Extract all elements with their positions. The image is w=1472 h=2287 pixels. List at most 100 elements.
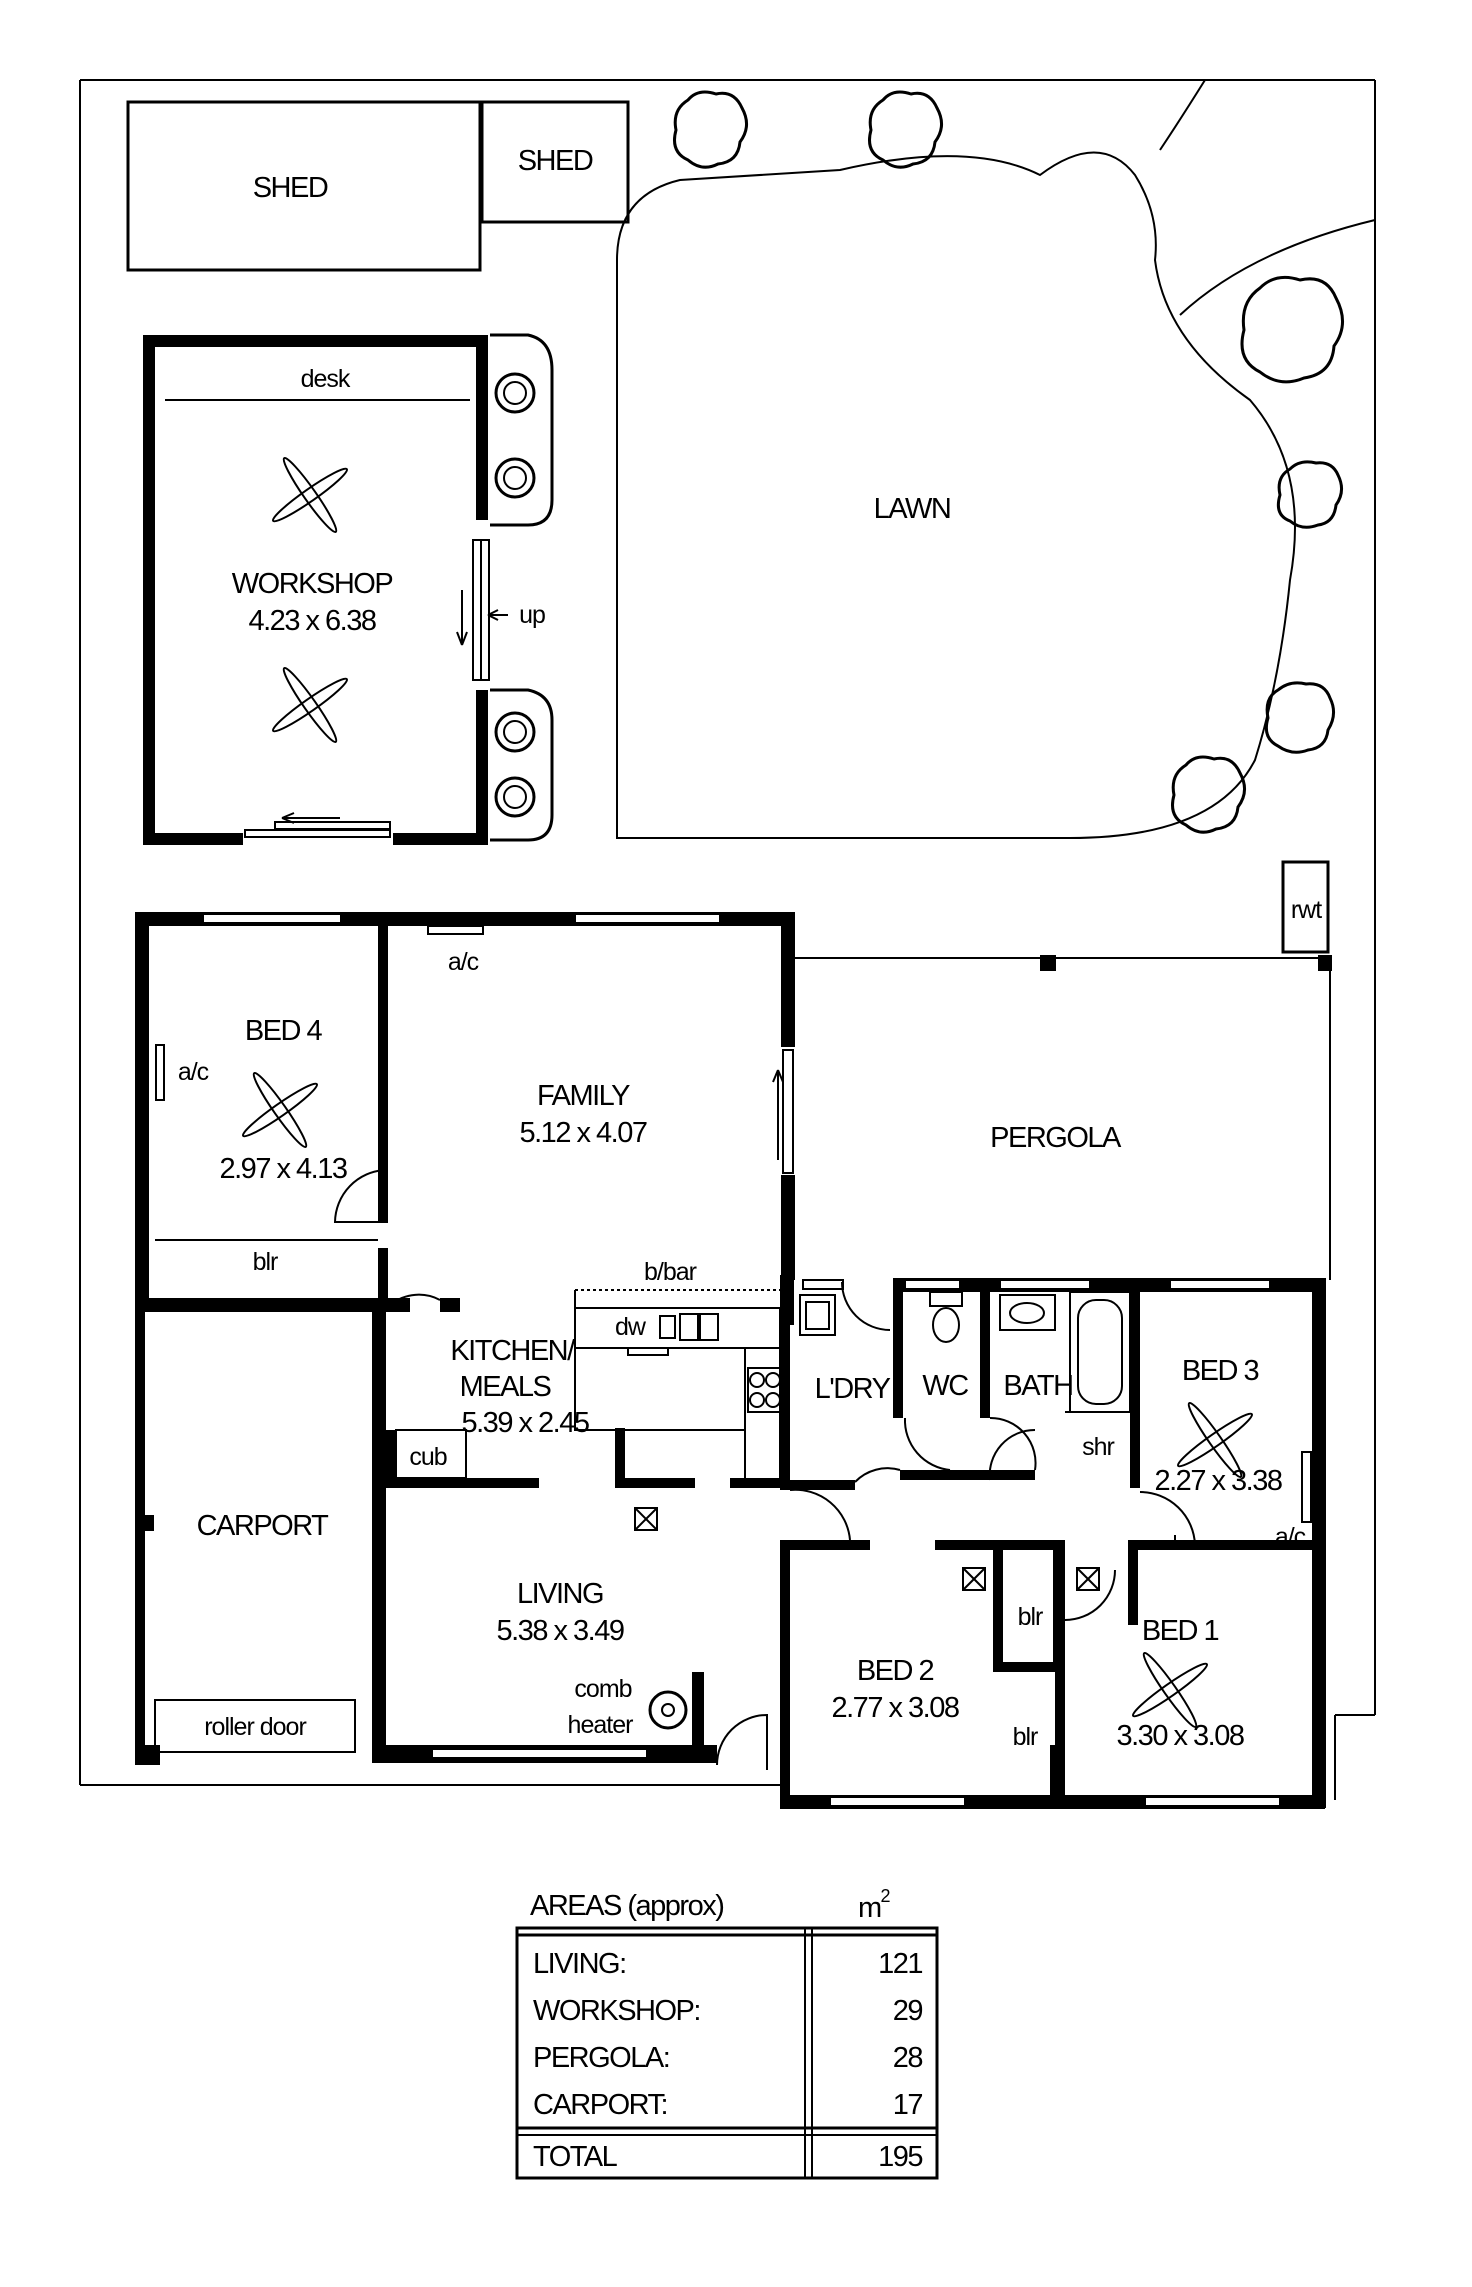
kitchen-name-2: MEALS <box>460 1371 552 1403</box>
area-row-label: PERGOLA: <box>533 2042 669 2074</box>
tree-icon <box>1171 755 1246 834</box>
area-total-value: 195 <box>878 2141 922 2173</box>
toilet-icon <box>929 1291 963 1343</box>
sink-icon <box>659 1313 719 1341</box>
rainwater-tank: rwt <box>1281 860 1330 954</box>
kitchen-dims: 5.39 x 2.45 <box>462 1407 589 1439</box>
gas-bottle-icon <box>494 457 536 499</box>
bed3-dims: 2.27 x 3.38 <box>1155 1465 1282 1497</box>
areas-heading: AREAS (approx) <box>530 1890 723 1922</box>
bed4-blr-label: blr <box>253 1248 278 1276</box>
workshop-name: WORKSHOP <box>232 568 393 600</box>
bed1-dims: 3.30 x 3.08 <box>1117 1720 1244 1752</box>
ceiling-fan-icon <box>1176 1401 1254 1479</box>
area-row-label: WORKSHOP: <box>533 1995 700 2027</box>
bed3-ac-label: a/c <box>1275 1523 1306 1551</box>
kitchen-name-1: KITCHEN/ <box>450 1335 576 1367</box>
downlight-icon <box>634 1507 658 1531</box>
family-name: FAMILY <box>537 1080 630 1112</box>
area-row-value: 28 <box>893 2042 923 2074</box>
laundry: L'DRY <box>799 1294 892 1405</box>
area-row-value: 17 <box>893 2089 923 2121</box>
desk-label: desk <box>301 365 351 393</box>
carport-label: CARPORT <box>197 1510 330 1542</box>
area-row-label: LIVING: <box>533 1948 626 1980</box>
heater-icon <box>648 1690 688 1730</box>
bed4: blr a/c BED 4 2.97 x 4.13 <box>155 1015 378 1276</box>
living-name: LIVING <box>517 1578 603 1610</box>
bbar-label: b/bar <box>644 1258 697 1286</box>
wc: WC <box>922 1291 970 1402</box>
site-boundary <box>79 79 1376 1800</box>
kitchen-meals: b/bar dw KITCHEN/ MEALS 5.39 x 2.45 cub <box>395 1258 783 1531</box>
bathtub-icon <box>1069 1291 1131 1413</box>
tree-icon <box>1240 275 1344 384</box>
family-ac-label: a/c <box>448 948 479 976</box>
windows <box>202 913 1281 1807</box>
shed-large-label: SHED <box>253 172 328 204</box>
carport: CARPORT roller door <box>154 1510 356 1753</box>
basin-icon <box>999 1294 1056 1331</box>
gas-bottle-icon <box>494 372 536 414</box>
bathroom: BATH shr <box>999 1291 1131 1461</box>
ceiling-fan-icon <box>1131 1651 1209 1729</box>
roller-door-label: roller door <box>204 1713 306 1741</box>
robe-label-upper: blr <box>1018 1603 1043 1631</box>
pergola-label: PERGOLA <box>990 1122 1122 1154</box>
workshop-dims: 4.23 x 6.38 <box>249 605 376 637</box>
family-dims: 5.12 x 4.07 <box>520 1117 647 1149</box>
tree-icon <box>868 90 943 169</box>
ldry-label: L'DRY <box>815 1373 891 1405</box>
tree-icon <box>1264 681 1335 754</box>
up-label: up <box>519 601 545 629</box>
pergola: PERGOLA <box>795 955 1332 1280</box>
ceiling-fan-icon <box>241 1071 319 1149</box>
living: LIVING 5.38 x 3.49 comb heater <box>497 1578 688 1739</box>
shed-small-label: SHED <box>518 145 593 177</box>
bed1-name: BED 1 <box>1142 1615 1219 1647</box>
bed2: BED 2 2.77 x 3.08 <box>832 1655 961 1724</box>
shed-small: SHED <box>480 100 630 224</box>
area-row-value: 121 <box>878 1948 922 1980</box>
shed-large: SHED <box>126 100 482 272</box>
areas-unit-sup: 2 <box>880 1886 890 1906</box>
workshop: desk up WORKSHOP 4.23 x 6.38 <box>143 335 546 845</box>
gas-bottle-icon <box>494 711 536 753</box>
dw-label: dw <box>615 1313 647 1341</box>
robe-label-lower: blr <box>1013 1723 1038 1751</box>
robes: blr blr <box>1013 1603 1044 1751</box>
wc-label: WC <box>922 1370 968 1402</box>
living-dims: 5.38 x 3.49 <box>497 1615 624 1647</box>
gas-bottle-stand <box>490 333 554 842</box>
shr-label: shr <box>1082 1433 1114 1461</box>
ceiling-fan-icon <box>271 456 349 534</box>
tree-icon <box>673 90 748 169</box>
bed3-name: BED 3 <box>1182 1355 1259 1387</box>
bed1: BED 1 3.30 x 3.08 <box>1117 1615 1246 1752</box>
gas-bottle-icon <box>494 776 536 818</box>
area-total-label: TOTAL <box>533 2141 618 2173</box>
downlight-icon <box>962 1567 986 1591</box>
bed2-name: BED 2 <box>857 1655 934 1687</box>
bath-label: BATH <box>1003 1370 1072 1402</box>
tree-icon-group <box>673 90 1344 834</box>
rwt-label: rwt <box>1291 896 1322 924</box>
comb-heater-line2: heater <box>568 1711 634 1739</box>
family: a/c FAMILY 5.12 x 4.07 <box>427 925 784 1160</box>
areas-table: AREAS (approx) m 2 LIVING: 121 WORKSHOP:… <box>515 1886 939 2180</box>
lawn: LAWN <box>616 79 1376 839</box>
area-row-label: CARPORT: <box>533 2089 667 2121</box>
tree-icon <box>1276 460 1343 529</box>
cub-label: cub <box>409 1443 446 1471</box>
house-walls <box>135 912 1326 1809</box>
areas-unit: m <box>858 1892 881 1924</box>
area-row-value: 29 <box>893 1995 923 2027</box>
bed4-ac-label: a/c <box>178 1058 209 1086</box>
door-swings <box>333 1169 1196 1770</box>
bed4-name: BED 4 <box>245 1015 323 1047</box>
bed2-dims: 2.77 x 3.08 <box>832 1692 959 1724</box>
downlight-icon <box>1076 1567 1100 1591</box>
bed3: BED 3 2.27 x 3.38 a/c <box>1155 1355 1312 1551</box>
comb-heater-line1: comb <box>574 1675 631 1703</box>
